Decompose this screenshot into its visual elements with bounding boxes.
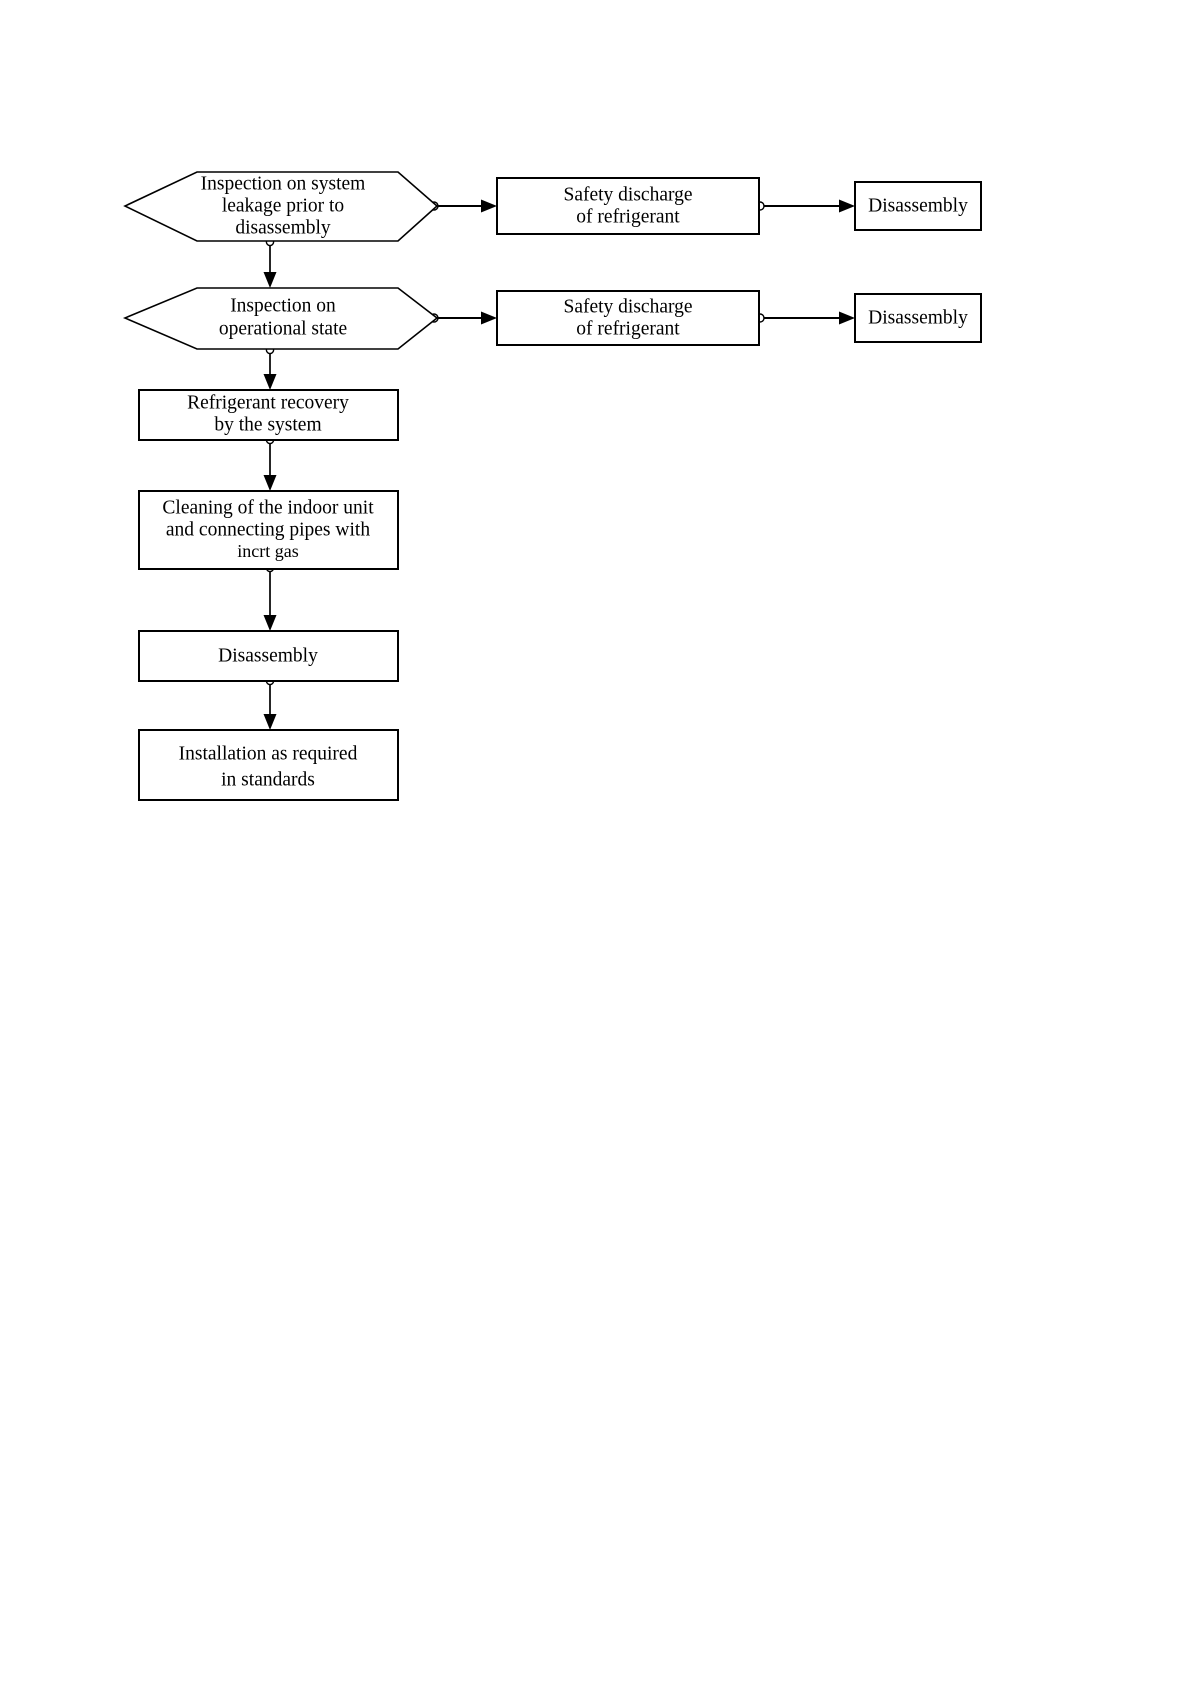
node-disassembly-2[interactable]: Disassembly xyxy=(854,293,982,343)
node-inspection-operational-state[interactable]: Inspection on operational state xyxy=(122,287,439,350)
edge-safety2-to-disasm2 xyxy=(755,311,855,325)
node-cleaning-indoor-unit[interactable]: Cleaning of the indoor unit and connecti… xyxy=(138,490,399,570)
node-safety-discharge-1[interactable]: Safety discharge of refrigerant xyxy=(496,177,760,235)
hex2-line-2: operational state xyxy=(219,318,347,339)
edge-hex1-to-hex2 xyxy=(263,237,277,288)
node-disassembly-1[interactable]: Disassembly xyxy=(854,181,982,231)
install-line-2: in standards xyxy=(221,769,315,790)
cleaning-line-3: incrt gas xyxy=(237,541,298,561)
edge-safety1-to-disasm1 xyxy=(755,199,855,213)
disasm2-label: Disassembly xyxy=(868,307,968,328)
node-inspection-system-leakage[interactable]: Inspection on system leakage prior to di… xyxy=(123,171,439,242)
install-line-1: Installation as required xyxy=(179,743,358,764)
recovery-line-2: by the system xyxy=(214,414,321,435)
node-refrigerant-recovery[interactable]: Refrigerant recovery by the system xyxy=(138,389,399,441)
edge-recovery-to-cleaning xyxy=(263,435,277,491)
node-installation-standards[interactable]: Installation as required in standards xyxy=(138,729,399,801)
node-disassembly-3[interactable]: Disassembly xyxy=(138,630,399,682)
safety1-line-1: Safety discharge xyxy=(563,184,692,205)
hex2-line-1: Inspection on xyxy=(230,295,336,316)
edge-hex2-to-recovery xyxy=(263,345,277,390)
edge-hex1-to-safety1 xyxy=(429,199,497,213)
cleaning-line-1: Cleaning of the indoor unit xyxy=(162,497,374,518)
disasm1-label: Disassembly xyxy=(868,195,968,216)
safety2-line-2: of refrigerant xyxy=(576,318,680,339)
hex1-line-2: leakage prior to xyxy=(222,195,344,216)
edge-disassembly-to-installation xyxy=(263,676,277,730)
edge-hex2-to-safety2 xyxy=(429,311,497,325)
cleaning-line-2: and connecting pipes with xyxy=(166,519,370,540)
node-safety-discharge-2[interactable]: Safety discharge of refrigerant xyxy=(496,290,760,346)
edge-cleaning-to-disassembly xyxy=(263,563,277,631)
recovery-line-1: Refrigerant recovery xyxy=(187,392,349,413)
hex1-line-3: disassembly xyxy=(235,217,331,238)
hex1-line-1: Inspection on system xyxy=(201,173,366,194)
disasm3-label: Disassembly xyxy=(218,645,318,666)
safety2-line-1: Safety discharge xyxy=(563,296,692,317)
safety1-line-2: of refrigerant xyxy=(576,206,680,227)
